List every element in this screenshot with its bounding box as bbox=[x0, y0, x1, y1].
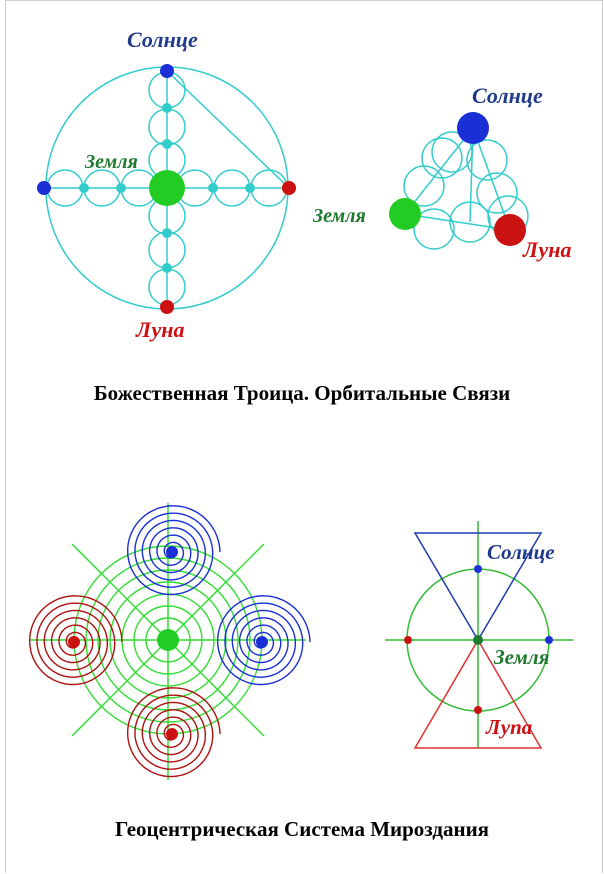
caption-top: Божественная Троица. Орбитальные Связи bbox=[93, 381, 511, 405]
sun-label: Солнце bbox=[487, 540, 555, 564]
earth-label: Земля bbox=[84, 151, 138, 173]
moon-sphere bbox=[166, 728, 178, 740]
moon-label: Лупа bbox=[485, 715, 532, 739]
moon-spiral bbox=[29, 595, 123, 686]
node-dot bbox=[162, 263, 172, 273]
triangle-side bbox=[472, 127, 511, 231]
node-dot bbox=[208, 183, 218, 193]
node-dot bbox=[162, 139, 172, 149]
moon-dot-bottom bbox=[160, 300, 174, 314]
node-dot bbox=[79, 183, 89, 193]
moon-label: Луна bbox=[522, 237, 572, 262]
earth-orbit-ring bbox=[133, 605, 203, 675]
earth-label: Земля bbox=[312, 205, 366, 227]
caption-bottom: Геоцентрическая Система Мироздания bbox=[114, 817, 490, 841]
page-frame bbox=[5, 0, 603, 873]
orbit-circle bbox=[476, 172, 518, 214]
sun-sphere bbox=[166, 546, 178, 558]
sun-sphere bbox=[457, 112, 489, 144]
sun-sphere bbox=[256, 636, 268, 648]
moon-spiral bbox=[127, 687, 221, 778]
node-dot bbox=[162, 228, 172, 238]
node-dot bbox=[162, 103, 172, 113]
moon-dot-right bbox=[282, 181, 296, 195]
sun-spiral bbox=[217, 595, 311, 686]
moon-dot bbox=[404, 636, 412, 644]
triangle-side bbox=[404, 213, 511, 231]
diagonal-line bbox=[166, 70, 290, 189]
sun-dot bbox=[545, 636, 553, 644]
moon-dot bbox=[474, 706, 482, 714]
earth-sphere bbox=[149, 170, 185, 206]
node-dot bbox=[245, 183, 255, 193]
orbit-circle bbox=[413, 208, 455, 250]
triangle-side bbox=[404, 127, 474, 215]
sun-dot bbox=[474, 565, 482, 573]
earth-sphere bbox=[389, 198, 421, 230]
moon-label: Луна bbox=[135, 317, 185, 342]
moon-triangle bbox=[413, 638, 543, 749]
orbit-circle bbox=[466, 139, 508, 181]
earth-sphere bbox=[157, 629, 179, 651]
earth-orbit-ring bbox=[145, 617, 191, 663]
sun-dot-left bbox=[37, 181, 51, 195]
moon-sphere bbox=[68, 636, 80, 648]
node-dot bbox=[116, 183, 126, 193]
sun-label: Солнце bbox=[127, 27, 198, 52]
orbit-circle bbox=[403, 165, 445, 207]
earth-orbit-ring bbox=[109, 581, 227, 699]
sun-triangle bbox=[413, 532, 543, 642]
earth-dot bbox=[473, 635, 483, 645]
sun-label: Солнце bbox=[472, 83, 543, 108]
earth-label: Земля bbox=[493, 645, 550, 669]
sun-dot-top bbox=[160, 64, 174, 78]
moon-sphere bbox=[494, 214, 526, 246]
sun-spiral bbox=[127, 505, 221, 596]
